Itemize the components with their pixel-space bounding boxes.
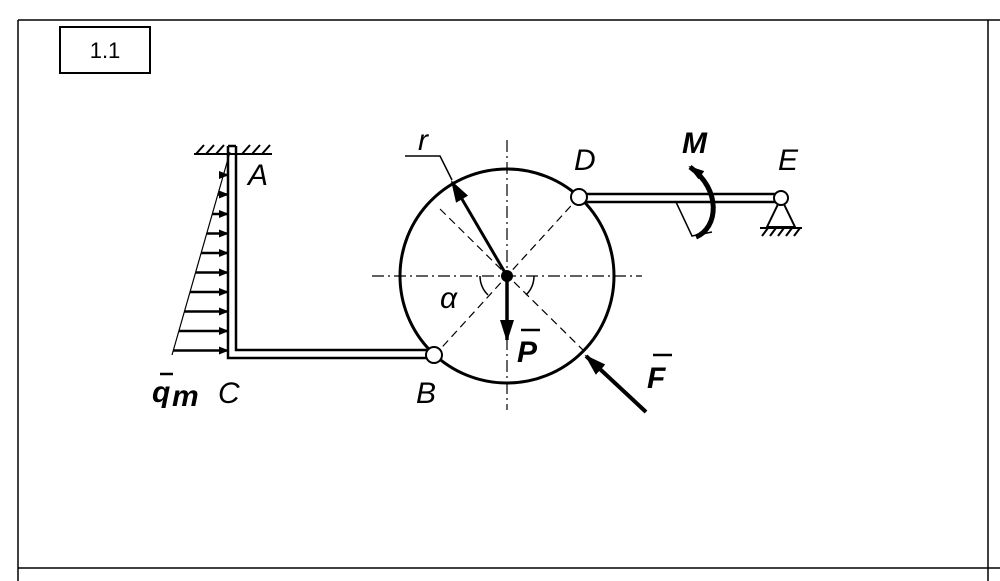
label-M: M <box>682 127 708 160</box>
problem-number-box: 1.1 <box>59 26 151 74</box>
radius-arrow <box>450 180 509 277</box>
hinge-E <box>773 190 789 206</box>
distributed-load <box>171 151 231 356</box>
label-r: r <box>418 124 429 157</box>
label-E: E <box>778 144 799 177</box>
disk <box>398 167 616 385</box>
fixed-support-A <box>194 144 272 155</box>
problem-number: 1.1 <box>90 38 121 63</box>
moment-arrow-M <box>688 164 716 240</box>
force-arrow-F <box>584 354 648 414</box>
hinge-B <box>425 346 443 364</box>
label-q: q <box>152 376 170 409</box>
label-A: A <box>246 159 268 192</box>
label-C: C <box>218 377 240 410</box>
angle-arcs <box>479 275 535 296</box>
label-alpha: α <box>440 282 458 315</box>
label-q-group: q m <box>152 372 199 413</box>
label-F: F <box>647 362 666 395</box>
pin-support-E <box>760 195 802 237</box>
beam-DE <box>579 192 781 204</box>
page-frame <box>17 19 1000 581</box>
hinge-D <box>570 188 588 206</box>
label-q-subscript: m <box>172 380 199 413</box>
radius-leader <box>405 155 453 181</box>
label-P: P <box>517 336 538 369</box>
label-B: B <box>416 377 436 410</box>
label-D: D <box>574 144 596 177</box>
